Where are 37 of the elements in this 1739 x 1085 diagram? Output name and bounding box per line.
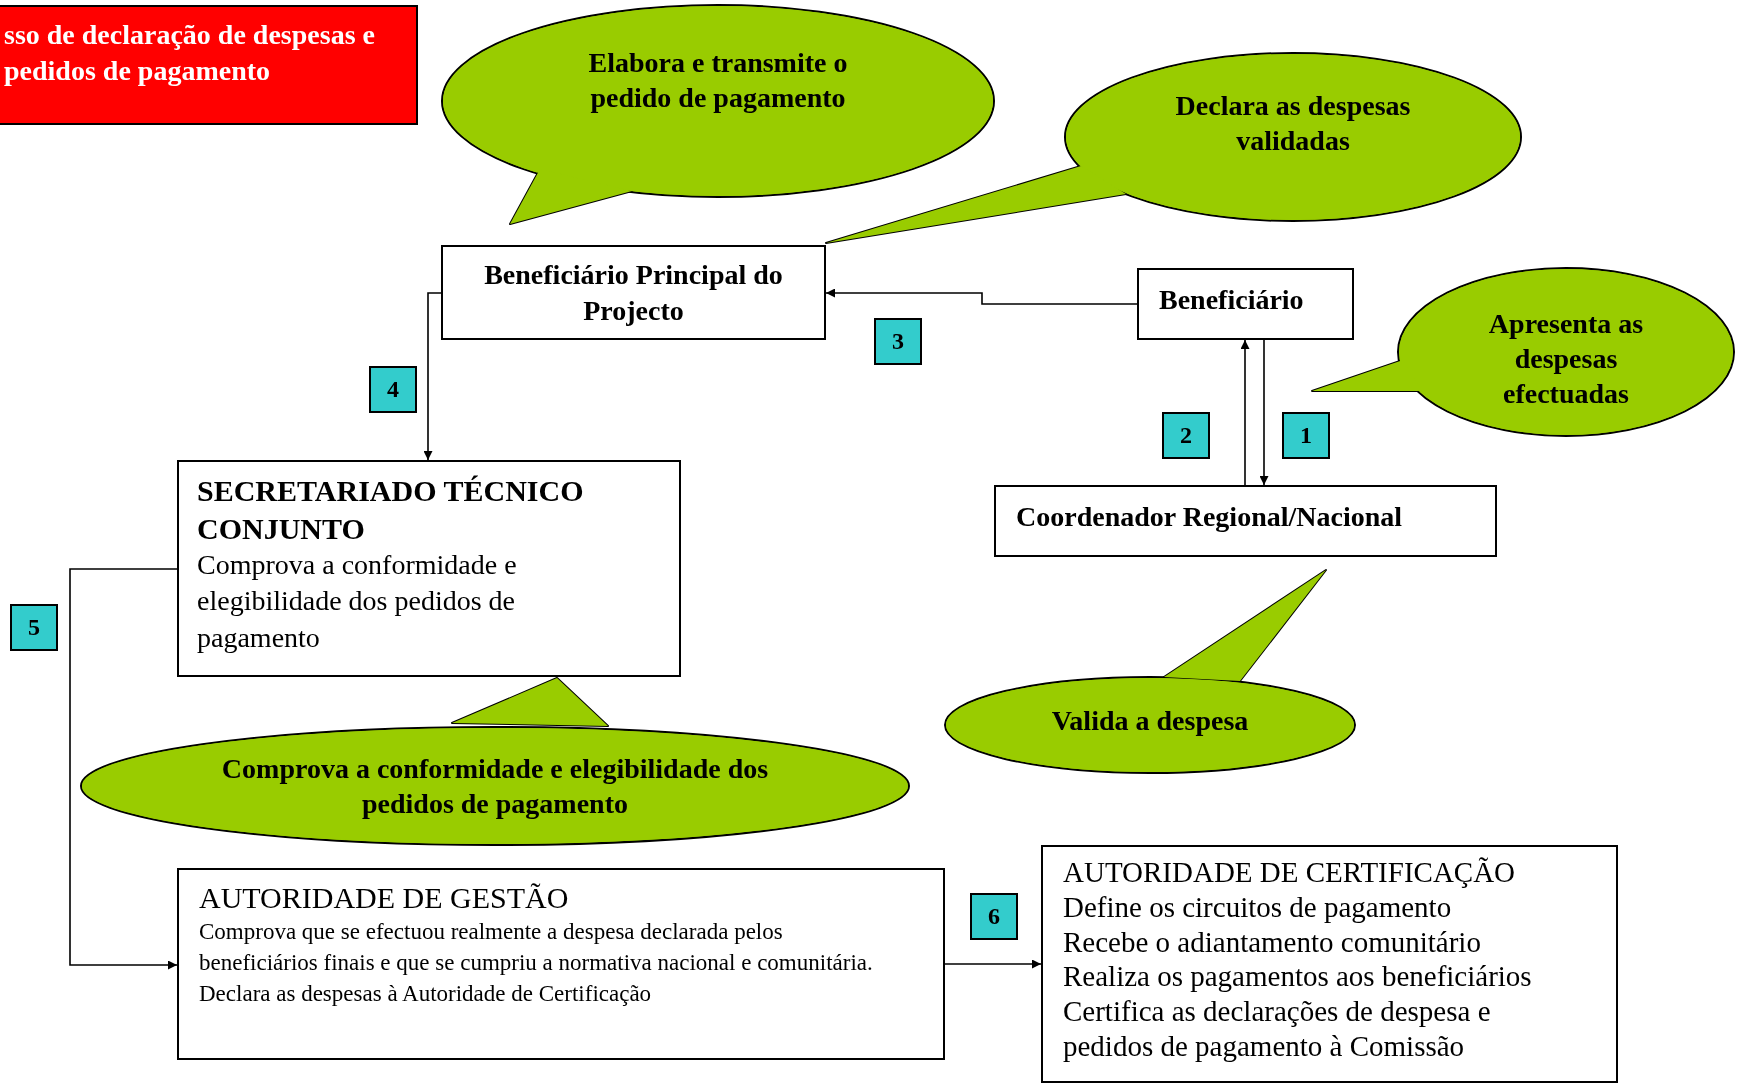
box-text: Declara as despesas à Autoridade de Certificação [199, 980, 653, 1009]
process-box [994, 485, 1497, 557]
step-number: 5 [10, 604, 58, 651]
box-text: Recebe o adiantamento comunitário [1063, 924, 1482, 960]
box-heading: SECRETARIADO TÉCNICO CONJUNTO [197, 473, 585, 547]
process-box [177, 460, 681, 677]
title-banner: sso de declaração de despesas e pedidos de pagamento [0, 5, 418, 125]
connector-arrow [944, 959, 1042, 969]
box-heading: Beneficiário [1159, 283, 1305, 317]
process-box [1041, 845, 1618, 1083]
process-box [177, 868, 945, 1060]
process-box [441, 245, 826, 340]
box-heading: AUTORIDADE DE CERTIFICAÇÃO [1063, 855, 1517, 890]
step-number: 6 [970, 893, 1018, 940]
connector-arrow [1240, 339, 1250, 486]
connector-arrow [1259, 339, 1269, 486]
step-number: 4 [369, 366, 417, 413]
step-number: 3 [874, 318, 922, 365]
bubble-text: Comprova a conformidade e elegibilidade dos pedidos de pagamento [220, 752, 770, 821]
box-heading: Coordenador Regional/Nacional [1016, 500, 1404, 534]
box-text: Comprova que se efectuou realmente a despesa declarada pelos beneficiários finais e que se cumpriu a normativa nacional e comunitária. [199, 918, 874, 978]
connector-arrow [69, 568, 178, 970]
bubble-text: Valida a despesa [1050, 703, 1250, 738]
connector-arrow [825, 288, 1138, 305]
bubble-text: Elabora e transmite o pedido de pagamento [587, 46, 849, 115]
box-text: Certifica as declarações de despesa e pedidos de pagamento à Comissão [1063, 994, 1492, 1064]
connector-arrow [423, 292, 442, 461]
box-text: Define os circuitos de pagamento [1063, 889, 1453, 925]
box-heading: AUTORIDADE DE GESTÃO [199, 880, 570, 916]
box-text: Realiza os pagamentos aos beneficiários [1063, 959, 1533, 995]
process-box [1137, 268, 1354, 340]
bubble-text: Apresenta as despesas efectuadas [1487, 306, 1645, 411]
box-heading: Beneficiário Principal do Projecto [483, 258, 784, 329]
bubble-text: Declara as despesas validadas [1174, 89, 1412, 158]
box-text: Comprova a conformidade e elegibilidade dos pedidos de pagamento [197, 548, 518, 655]
step-number: 1 [1282, 412, 1330, 459]
step-number: 2 [1162, 412, 1210, 459]
